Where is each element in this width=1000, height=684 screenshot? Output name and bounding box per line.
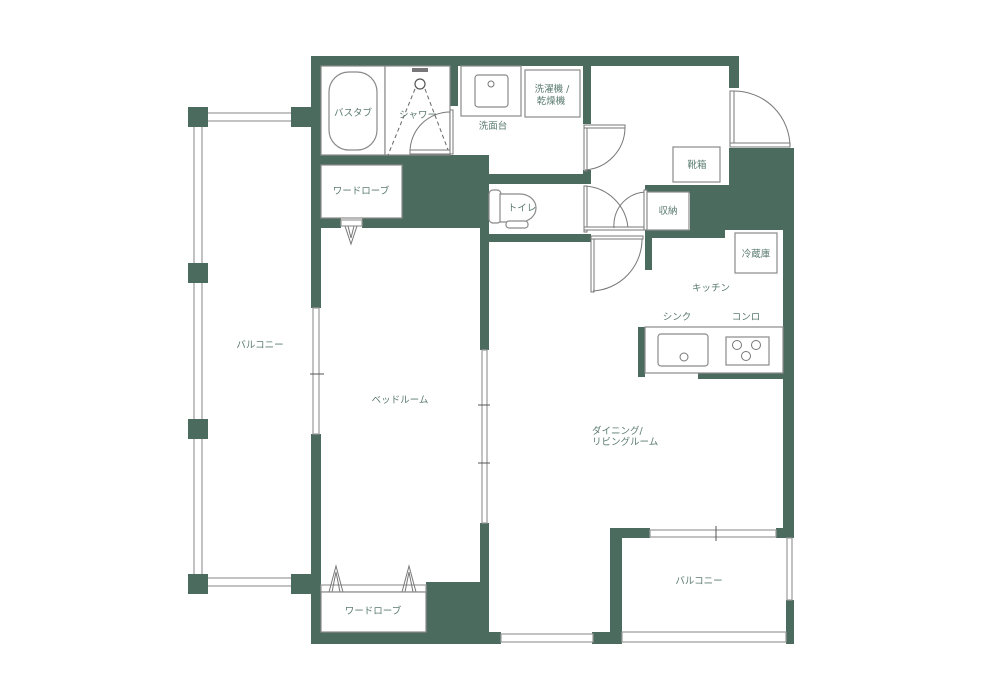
doors	[583, 90, 791, 293]
shoe-box-label: 靴箱	[687, 159, 706, 171]
wardrobe-bottom	[320, 591, 427, 633]
balcony-post	[188, 574, 208, 594]
bathtub-label: バスタブ	[334, 107, 373, 119]
stove-label: コンロ	[732, 312, 761, 323]
walls	[311, 56, 794, 644]
shower-label: シャワー	[399, 110, 437, 121]
washer-label-1: 洗濯機 /	[535, 83, 571, 95]
storage-label: 収納	[658, 205, 677, 217]
wardrobe-bottom-label: ワードローブ	[345, 605, 402, 617]
storage	[646, 191, 690, 231]
toilet-fixture: トイレ	[488, 189, 537, 229]
balcony-post	[188, 263, 208, 283]
west-balcony-railing	[188, 107, 313, 594]
shoe-box	[672, 146, 721, 183]
kitchen-label: キッチン	[692, 283, 730, 294]
windows	[310, 307, 793, 643]
bathtub-icon	[328, 71, 378, 151]
bedroom-label: ベッドルーム	[372, 395, 429, 406]
stove-icon	[725, 336, 770, 366]
sink-label: シンク	[663, 312, 692, 323]
washbasin-label: 洗面台	[479, 120, 508, 132]
bathroom: バスタブ シャワー	[320, 65, 454, 156]
balcony-post	[188, 107, 208, 127]
wardrobe-top	[320, 164, 403, 219]
laundry-area: 洗面台 洗濯機 / 乾燥機	[460, 65, 581, 132]
toilet-label: トイレ	[508, 203, 537, 214]
kitchen-area: 冷蔵庫 キッチン シンク コンロ	[644, 232, 784, 374]
balcony-south-label: バルコニー	[675, 576, 722, 587]
washer-label-2: 乾燥機	[537, 95, 566, 107]
balcony-post	[188, 419, 208, 439]
sink-icon	[657, 333, 709, 367]
living-label-1: ダイニング/	[592, 425, 644, 437]
living-label-2: リビングルーム	[592, 436, 658, 448]
wardrobe-top-label: ワードローブ	[333, 185, 390, 197]
balcony-west-label: バルコニー	[236, 340, 283, 351]
fridge-label: 冷蔵庫	[742, 248, 771, 260]
shower-head-icon	[414, 78, 426, 90]
